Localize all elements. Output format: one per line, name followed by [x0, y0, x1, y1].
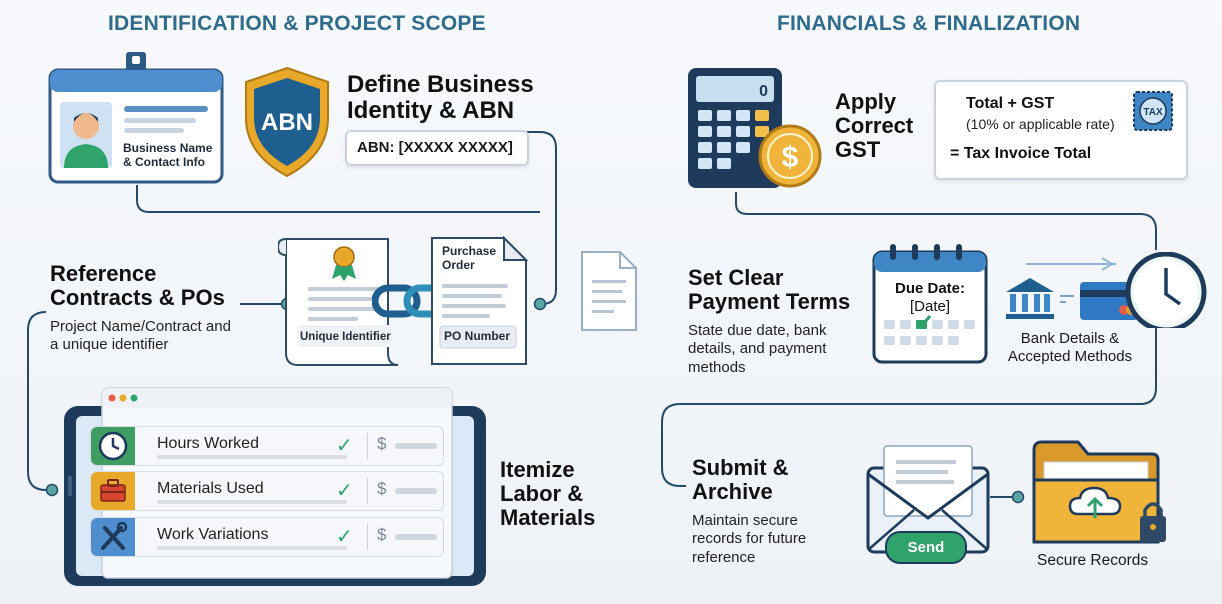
- step6-desc-line-1: Maintain secure: [692, 512, 798, 529]
- tax-stamp-icon: TAX: [1133, 91, 1173, 131]
- step5-title-line-2: Payment Terms: [688, 288, 851, 314]
- step5-desc-line-3: methods: [688, 358, 746, 376]
- amount-bar: [395, 534, 437, 540]
- checkmark-icon: ✓: [336, 435, 353, 457]
- step6-description: Maintain secure records for future refer…: [692, 512, 806, 567]
- section-title-right: FINANCIALS & FINALIZATION: [777, 12, 1081, 35]
- step5-description: State due date, bank details, and paymen…: [688, 322, 826, 377]
- gst-result-line: = Tax Invoice Total: [950, 145, 1092, 162]
- gst-rate-line: (10% or applicable rate): [966, 116, 1115, 132]
- send-button[interactable]: Send: [885, 531, 967, 564]
- bank-and-card-icon: [1006, 252, 1207, 328]
- step1-title-line-2: Identity & ABN: [347, 96, 515, 124]
- step5-desc-line-1: State due date, bank: [688, 322, 827, 339]
- step4-title: Apply Correct GST: [835, 90, 913, 161]
- badge-text: Business Name & Contact Info: [123, 141, 213, 170]
- step3-title-line-2: Labor &: [500, 480, 584, 506]
- item-label: Materials Used: [157, 480, 264, 497]
- step5-title: Set Clear Payment Terms: [688, 266, 850, 314]
- send-label: Send: [907, 539, 945, 556]
- step2-title-line-1: Reference: [50, 261, 157, 286]
- coin-symbol: $: [782, 141, 799, 174]
- item-row-variations: Work Variations ✓ $: [90, 517, 444, 557]
- step1-title-line-1: Define Business: [347, 71, 534, 98]
- step2-description: Project Name/Contract and a unique ident…: [50, 318, 231, 355]
- calendar-icon: [872, 244, 988, 364]
- step2-desc-line-2: a unique identifier: [50, 336, 169, 354]
- bank-details-text: Bank Details & Accepted Methods: [990, 330, 1150, 366]
- secure-records-label: Secure Records: [1037, 552, 1149, 569]
- po-title-line-1: Purchase: [442, 244, 497, 258]
- badge-line-1: Business Name: [123, 141, 213, 155]
- item-bar: [157, 546, 347, 550]
- calculator-display: 0: [759, 83, 768, 100]
- unique-identifier-label: Unique Identifier: [300, 331, 391, 343]
- item-row-materials: Materials Used ✓ $: [90, 471, 444, 511]
- step5-desc-line-2: details, and payment: [688, 340, 827, 358]
- item-bar: [157, 500, 347, 504]
- step6-title-line-2: Archive: [692, 478, 773, 504]
- po-title-line-2: Order: [442, 257, 475, 272]
- document-icon: [581, 251, 637, 331]
- tax-stamp-label: TAX: [1143, 107, 1163, 118]
- step4-title-line-2: Correct: [835, 112, 914, 138]
- abn-value: ABN: [XXXXX XXXXX]: [357, 139, 513, 156]
- step3-title-line-3: Materials: [500, 504, 596, 530]
- divider: [367, 433, 368, 459]
- bank-line-2: Accepted Methods: [1007, 348, 1133, 365]
- abn-value-box: ABN: [XXXXX XXXXX]: [345, 130, 529, 166]
- step6-title-line-1: Submit &: [692, 455, 789, 480]
- amount-bar: [395, 443, 437, 449]
- section-title-left: IDENTIFICATION & PROJECT SCOPE: [108, 12, 486, 35]
- id-badge-icon: [48, 52, 224, 184]
- step6-desc-line-2: records for future: [692, 530, 807, 548]
- step4-title-line-3: GST: [835, 136, 881, 162]
- item-label: Hours Worked: [157, 435, 259, 452]
- due-date-value: [Date]: [909, 298, 951, 315]
- gst-total-line: Total + GST: [966, 95, 1055, 112]
- due-date-label: Due Date:: [894, 280, 965, 297]
- po-title: Purchase Order: [442, 244, 497, 273]
- checkmark-icon: ✓: [336, 526, 353, 548]
- item-label: Work Variations: [157, 526, 269, 543]
- divider: [367, 478, 368, 504]
- bank-line-1: Bank Details &: [1020, 330, 1120, 347]
- step5-title-line-1: Set Clear: [688, 265, 784, 290]
- amount-bar: [395, 488, 437, 494]
- dollar-icon: $: [377, 434, 387, 453]
- step2-desc-line-1: Project Name/Contract and: [50, 318, 231, 335]
- calculator-icon: 0 $: [688, 68, 822, 188]
- gst-box: Total + GST (10% or applicable rate) = T…: [934, 80, 1188, 180]
- item-bar: [157, 455, 347, 459]
- step6-desc-line-3: reference: [692, 548, 756, 566]
- folder-lock-icon: [1032, 440, 1166, 544]
- clock-icon: [91, 427, 135, 465]
- dollar-icon: $: [377, 525, 387, 544]
- step2-title-line-2: Contracts & POs: [50, 284, 225, 310]
- toolbox-icon: [91, 472, 135, 510]
- step6-title: Submit & Archive: [692, 456, 789, 504]
- divider: [367, 524, 368, 550]
- badge-line-2: & Contact Info: [123, 154, 205, 169]
- wrench-screwdriver-icon: [91, 518, 135, 556]
- contract-scroll-icon: [278, 238, 399, 366]
- step2-title: Reference Contracts & POs: [50, 262, 225, 310]
- shield-icon: ABN: [245, 66, 329, 178]
- dollar-icon: $: [377, 479, 387, 498]
- shield-label: ABN: [261, 109, 313, 136]
- step3-title: Itemize Labor & Materials: [500, 458, 595, 529]
- checkmark-icon: ✓: [336, 480, 353, 502]
- step4-title-line-1: Apply: [835, 89, 897, 114]
- purchase-order-doc-icon: [431, 236, 528, 365]
- due-date-text: Due Date: [Date]: [880, 280, 980, 316]
- step3-title-line-1: Itemize: [500, 457, 575, 482]
- step1-title: Define Business Identity & ABN: [347, 72, 534, 124]
- item-row-hours: Hours Worked ✓ $: [90, 426, 444, 466]
- po-number-label: PO Number: [444, 329, 511, 343]
